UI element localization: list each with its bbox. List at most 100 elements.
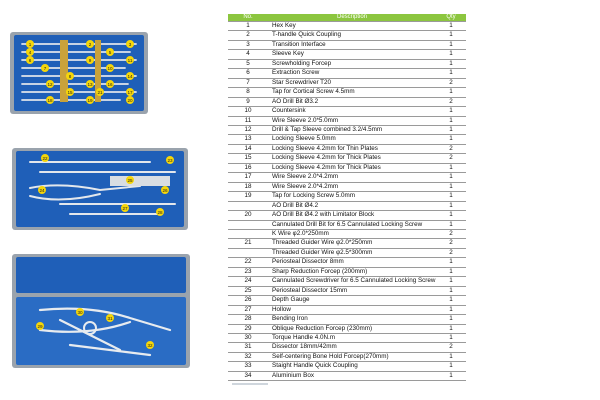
cell-desc: Dissector 18mm/42mm (268, 342, 436, 353)
cell-qty: 2 (436, 247, 466, 258)
cell-desc: Torque Handle 4.0N.m (268, 332, 436, 343)
tray-marker-label: 16 (107, 82, 113, 87)
cell-desc: Depth Gauge (268, 295, 436, 306)
cell-qty: 1 (436, 181, 466, 192)
cell-desc: Extraction Screw (268, 68, 436, 79)
cell-no (228, 228, 268, 239)
tray-marker-label: 25 (127, 178, 133, 183)
cell-qty: 1 (436, 200, 466, 211)
tray-marker (126, 96, 134, 104)
cell-desc: Oblique Reduction Forcep (230mm) (268, 323, 436, 334)
cell-qty: 1 (436, 20, 466, 31)
cell-desc: AO Drill Bit Ø4.2 with Limitator Block (268, 210, 436, 221)
cell-qty: 1 (436, 162, 466, 173)
tray-marker (76, 308, 84, 316)
tray-marker (126, 88, 134, 96)
cell-qty: 1 (436, 39, 466, 50)
cell-no: 2 (228, 30, 268, 41)
cell-desc: Locking Sleeve 4.2mm for Thin Plates (268, 143, 436, 154)
tray-marker-label: 4 (29, 50, 32, 55)
cell-qty: 2 (436, 228, 466, 239)
cell-qty: 1 (436, 49, 466, 60)
table-header-row: No. Description Qty (228, 14, 466, 22)
tray-marker-label: 14 (127, 74, 133, 79)
tray-marker-label: 26 (162, 188, 168, 193)
cell-no: 1 (228, 20, 268, 31)
cell-qty: 1 (436, 257, 466, 268)
tray-marker-label: 1 (29, 42, 32, 47)
tray-marker-label: 31 (107, 316, 113, 321)
cell-no: 33 (228, 361, 268, 372)
cell-desc: Periosteal Dissector 8mm (268, 257, 436, 268)
cell-desc: Locking Sleeve 4.2mm for Thick Plates (268, 153, 436, 164)
tray-marker (156, 208, 164, 216)
cell-no: 18 (228, 181, 268, 192)
cell-no: 6 (228, 68, 268, 79)
cell-no: 7 (228, 77, 268, 88)
cell-desc: Drill & Tap Sleeve combined 3.2/4.5mm (268, 124, 436, 135)
tray-marker-label: 3 (129, 42, 132, 47)
tray-2 (12, 148, 188, 230)
tray-marker (161, 186, 169, 194)
table-row: Cannulated Drill Bit for 6.5 Cannulated … (228, 219, 466, 230)
cell-no: 32 (228, 351, 268, 362)
tray-marker-label: 12 (47, 82, 53, 87)
tray-marker (166, 156, 174, 164)
tray-marker-label: 19 (87, 98, 93, 103)
cell-no: 15 (228, 153, 268, 164)
cell-desc: AO Drill Bit Ø4.2 (268, 200, 436, 211)
tray-marker (126, 72, 134, 80)
cell-no (228, 200, 268, 211)
cell-no: 14 (228, 143, 268, 154)
cell-qty: 1 (436, 351, 466, 362)
tray-marker-label: 17 (127, 90, 133, 95)
cell-desc: Tap for Locking Screw 5.0mm (268, 191, 436, 202)
cell-qty: 1 (436, 304, 466, 315)
tray-marker-label: 2 (89, 42, 92, 47)
cell-qty: 1 (436, 314, 466, 324)
tray-marker (106, 80, 114, 88)
tray-marker (126, 56, 134, 64)
tray-marker-label: 23 (167, 158, 173, 163)
tray-marker (121, 204, 129, 212)
cell-qty: 1 (436, 219, 466, 230)
cell-desc: Cannulated Drill Bit for 6.5 Cannulated … (268, 219, 436, 230)
tray-marker (66, 88, 74, 96)
cell-qty: 1 (436, 295, 466, 306)
tray-marker (36, 322, 44, 330)
cell-desc: Star Screwdriver T20 (268, 77, 436, 88)
cell-qty: 2 (436, 143, 466, 154)
tray-marker-label: 29 (37, 324, 43, 329)
cell-no: 25 (228, 285, 268, 296)
cell-desc: Wire Sleeve 2.0*4.2mm (268, 181, 436, 192)
cell-no: 34 (228, 370, 268, 382)
cell-no: 5 (228, 58, 268, 69)
cell-qty: 2 (436, 342, 466, 353)
tray-marker (126, 176, 134, 184)
tray-marker (41, 154, 49, 162)
cell-qty: 1 (436, 285, 466, 296)
cell-qty: 2 (436, 96, 466, 107)
tray-marker-label: 28 (157, 210, 163, 215)
cell-desc: Locking Sleeve 5.0mm (268, 134, 436, 145)
tray-marker-label: 6 (29, 58, 32, 63)
tray-marker (38, 186, 46, 194)
